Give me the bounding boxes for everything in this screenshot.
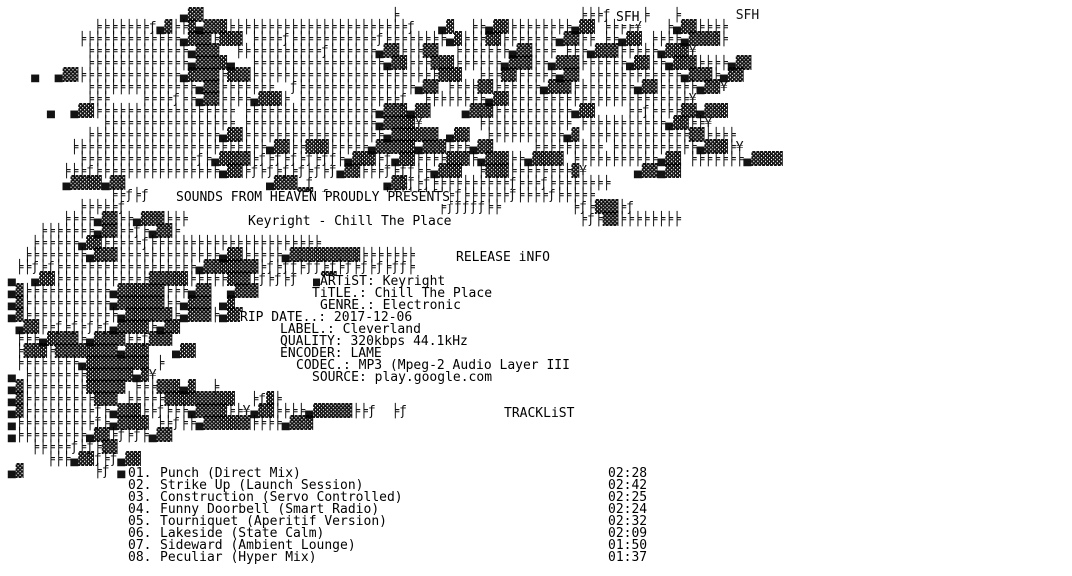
ascii-art-line: ▄▓▓▓▓▄▓▓ ▄▓▓▓ ƒ ▄▓▓ƒ╞ƒ╞╞╞╞╞╞╞╞╞╞ƒ╞╞╞ƒ╞╞╞…	[0, 176, 611, 191]
ascii-art-line: ╞╞╞╞╞╞╞╞╞╞╞╞╞▄▓▓▓╞▓▓▓ ╞╞╞╞ƒ╞╞╞╞╞╞╞╞╞╞╞ƒ╞…	[0, 32, 728, 47]
ascii-art-line: ▄▓╞╞╞╞╞╞╞╞╞ƒ╞▄▓▓▓╞╞ƒ╞╞╞▄▓▓▓▓╞╞¥▄▓▓╞╞╞╞▄▓…	[0, 404, 407, 419]
track-duration: 02:28	[608, 466, 648, 481]
ascii-art-line: ╞╞╞╞╞╞╞╞▄▓▓▓▓▓▓▓▓ ╞	[0, 356, 165, 371]
track-duration: 02:09	[608, 526, 648, 541]
label-label: LABEL.:	[280, 322, 335, 337]
track-number: 05.	[128, 514, 152, 529]
ascii-art-line: ╞╞╞╞╞╞╞╞╞╞╞╞╞▄▓▓▓▓▄ ╞╞╞╞╞╞╞╞╞╞╞╞╞╞╞╞╞▄▓▓…	[0, 56, 752, 71]
ascii-art-line: ╞╞╞╞╞╞╞╞▄▓▓▓╞╞╞╞╞╞╞╞╞╞╞╞╞▄▓▓╞╞╞╞╞▄▓▓▓▓▓▓…	[0, 248, 415, 263]
ascii-art-line: ╞╞╞▄▓▓ƒ╞ƒ▄▓▓	[0, 452, 141, 467]
ascii-art-line: ╞╞╞ ╞╞╞╞ƒ╞╞▄▓▓╞╞╞╞▄▓▓▓╞ ╞╞╞╞╞╞╞╞╞╞╞╞╞ƒ ╞…	[0, 92, 697, 107]
track-duration: 02:25	[608, 490, 648, 505]
ascii-art-line: ▄▓ ╞ƒ ▄	[0, 464, 126, 479]
track-duration: 02:32	[608, 514, 648, 529]
track-duration: 01:50	[608, 538, 648, 553]
ascii-art-line: ▄▓╞╞╞╞╞╞╞╞╞╞╞▄▓▓▓▓▓▓╞╞╞▄▓▓ ▄▓▓▓	[0, 284, 259, 299]
track-duration: 02:24	[608, 502, 648, 517]
track-title: Construction (Servo Controlled)	[160, 490, 403, 505]
codec-row: CODEC.: MP3 (Mpeg-2 Audio Layer III	[296, 358, 570, 373]
track-number: 01.	[128, 466, 152, 481]
ascii-art-line: ╞╞╞╞╞╞╞╞╞╞╞╞╞▄▓▓▓ ╞╞╞╞╞╞╞╞╞╞╞ƒ╞╞╞╞╞╞▄▓▓╞…	[0, 44, 697, 59]
ascii-art-line: ╞╞╞╞╞ƒ╞ƒ╞▓▓	[0, 440, 118, 455]
ascii-art-line: ▄ ▄▓▓╞╞╞╞╞╞╞╞╞╞╞╞╞▄▓▓▓▓╞▓▓▓╞╞╞╞╞╞╞╞╞╞╞╞╞…	[0, 68, 744, 83]
title-label: TiTLE.:	[312, 286, 367, 301]
label-row: LABEL.: Cleverland	[280, 322, 421, 337]
track-title: Tourniquet (Aperitif Version)	[160, 514, 387, 529]
rip-date-label: RIP DATE..:	[240, 310, 327, 325]
track-title: Lakeside (State Calm)	[160, 526, 325, 541]
track-number: 02.	[128, 478, 152, 493]
ascii-art-line: ▄▓▓ ╞ ╞╞╞ƒ ╞ ╞ SFH	[0, 8, 760, 23]
ascii-art-line: ▄▓╞╞╞╞╞╞╞╞╞▓▓▓ ╞╞╞╞╞▓▓▓▓▓▓▓▓▓ ╞ƒ▓╞	[0, 392, 282, 407]
track-duration: 01:37	[608, 550, 648, 565]
ascii-art-line: ▄╞╞╞╞╞╞╞╞╞▄▓▓╞ƒ╞ƒ╞▄▓▓	[0, 428, 173, 443]
track-number: 04.	[128, 502, 152, 517]
ascii-art-line: ╞╞╞╞╞╞╞╞╞╞╞╞╞╞╞╞╞▄▓▓╞╞╞╞╞╞╞╞╞╞╞╞╞╞╞╞╞╞▄▓…	[0, 128, 736, 143]
ascii-art-line: ╞╞╞ƒ╞╞╞╞╞╞╞╞╞╞╞╞╞╞╞╞▄▓▓╞ƒ╞ƒ╞ƒ╞ƒ╞ƒ╞ƒ▄▓▓╞╞…	[0, 164, 681, 179]
artist-value: Keyright	[382, 274, 446, 289]
ascii-art-line: ╞╞╞╞╞╞╞╞╞╞╞╞╞╞╞ƒ╞▄▓▓▓▓╞ƒ╞ƒ╞ƒ╞ƒ╞ƒƒ╞▄▓▓▓╞ƒ…	[0, 152, 783, 167]
codec-value: MP3 (Mpeg-2 Audio Layer III	[358, 358, 570, 373]
track-number: 03.	[128, 490, 152, 505]
ascii-art-line: ╞▓▓▓╞▓▓▓▓▓▓▓▓▄▓▓▓ ▄▓▓	[0, 344, 196, 359]
group-tag: SFH	[616, 10, 640, 25]
ascii-art-line: ╞╞╞╞╞╞▄▓▓╞╞╞╞╞ƒ╞╞╞╞╞╞╞╞╞╞╞╞╞╞╞╞╞╞╞╞╞╞	[0, 236, 321, 251]
presents-line: SOUNDS FROM HEAVEN PROUDLY PRESENTS	[176, 190, 450, 205]
encoder-row: ENCODER: LAME	[280, 346, 382, 361]
ascii-art-line: ╞╞╞╞╞ƒ ╞ƒƒƒƒƒ╞╞ ╞ƒ╞▓▓▓╞ƒ	[0, 200, 634, 215]
ascii-art-line: ▄▓╞╞╞╞╞╞╞╞╞╞╞╞▄▓▓▓▓▓▓╞▄▓▓▓╞▄▓▓	[0, 308, 243, 323]
ascii-art-line: ╞╞╞╞▄▓▓╞╞▄▓▓▓╞╞╞ ╞ƒ╞▓▓╞╞╞╞╞╞╞╞	[62, 212, 681, 227]
track-number: 06.	[128, 526, 152, 541]
ascii-art-line: ▄ ╞╞╞╞╞╞╞╞▓▓▓▓▓▓▄▓¥	[0, 368, 157, 383]
ascii-art-line: ╞╞╞╞╞╞╞▄▓▓╞╞ƒ╞▄▓▓╞	[0, 224, 181, 239]
ascii-art-line: ╞╞ƒ╞ƒ╞╞╞╞╞╞╞╞╞╞╞╞╞╞╞╞╞╞▄▓▓▓▓▓▓▓╞ƒ╞ƒƒ╞ƒƒ╞…	[0, 260, 415, 275]
ascii-art-line: ╞╞╞╞╞╞╞╞╞╞╞╞╞╞╞╞╞ ╞╞╞╞╞╞╞╞╞╞╞╞╞╞╞╞╞▄▓▓▓▓…	[0, 116, 713, 131]
ascii-art-line: ╞╞╞▄▓▓▓▓╞▄▓▓▓▓╞╞ƒ▓▓▓	[0, 332, 173, 347]
artist-label: ARTiST:	[320, 274, 375, 289]
track-title: Punch (Direct Mix)	[160, 466, 301, 481]
release-title: Keyright - Chill The Place	[248, 214, 452, 229]
title-row: TiTLE.: Chill The Place	[312, 286, 493, 301]
quality-row: QUALITY: 320kbps 44.1kHz	[280, 334, 468, 349]
ascii-art-line: ▄╞╞╞╞╞╞╞╞╞╞ƒ╞▄▓▓▓▓ ╞╞ƒ╞╞▄▓▓▓▓▓▓╞╞╞╞▄▓▓▓	[0, 416, 314, 431]
track-title: Sideward (Ambient Lounge)	[160, 538, 356, 553]
encoder-value: LAME	[350, 346, 382, 361]
track-number: 07.	[128, 538, 152, 553]
track-title: Funny Doorbell (Smart Radio)	[160, 502, 380, 517]
ascii-art-line: ╞╞╞╞╞╞╞╞╞╞╞╞╞╞╞╞╞╞╞╞╞╞╞╞╞▄▓▓╞╞▓▓▓╞╞╞╞╞▄▓…	[0, 140, 744, 155]
label-value: Cleverland	[342, 322, 421, 337]
genre-row: GENRE.: Electronic	[320, 298, 461, 313]
rip-date-value: 2017-12-06	[333, 310, 413, 325]
track-duration: 02:42	[608, 478, 648, 493]
encoder-label: ENCODER:	[280, 346, 343, 361]
codec-label: CODEC.:	[296, 358, 351, 373]
artist-row: ARTiST: Keyright	[320, 274, 446, 289]
ascii-art-line: ╞╞╞╞╞╞╞╞╞╞╞╞╞╞▄▓▓╞╞╞╞╞╞╞ ƒ╞╞╞╞╞╞╞╞╞╞╞╞╞╞…	[0, 80, 728, 95]
genre-value: Electronic	[382, 298, 461, 313]
rip-date-row: RIP DATE..: 2017-12-06	[240, 310, 413, 325]
ascii-art-line: ▄▓▓╞╞ƒ╞ƒ╞ƒ╞ƒ▄▓▓▓▓╞▄▓▓	[0, 320, 181, 335]
ascii-art-line: ▄▓╞╞╞╞╞╞╞╞▓▓▓▓▓ ╞╞╞▓▓▓▄▓ ╞	[0, 380, 220, 395]
ascii-art-line: ╞╞╞╞╞╞╞ƒ▄▓╞╞▓▄▓▓▓╞╞╞╞╞╞╞╞╞╞╞╞╞╞╞╞╞╞╞╞╞╞╞…	[0, 20, 728, 35]
source-value: play.google.com	[374, 370, 493, 385]
quality-value: 320kbps 44.1kHz	[350, 334, 468, 349]
quality-label: QUALITY:	[280, 334, 343, 349]
track-title: Strike Up (Launch Session)	[160, 478, 364, 493]
title-value: Chill The Place	[374, 286, 493, 301]
genre-label: GENRE.:	[320, 298, 375, 313]
track-number: 08.	[128, 550, 152, 565]
ascii-art-line: ▄ ▄▓▓╞╞╞╞╞╞╞╞╞╞╞╞╞╞╞╞╞╞ ╞╞╞╞╞╞╞╞╞╞╞╞╞╞╞╞…	[0, 104, 728, 119]
tracklist-heading: TRACKLiST	[504, 406, 575, 421]
release-info-heading: RELEASE iNFO	[456, 250, 550, 265]
source-label: SOURCE:	[312, 370, 367, 385]
source-row: SOURCE: play.google.com	[312, 370, 493, 385]
track-title: Peculiar (Hyper Mix)	[160, 550, 317, 565]
ascii-art-line: ▄▓╞╞╞╞╞╞╞╞╞╞╞▄▓▓▓▓▓▓╞╞▄▓▓▓ ▄▓	[0, 296, 235, 311]
